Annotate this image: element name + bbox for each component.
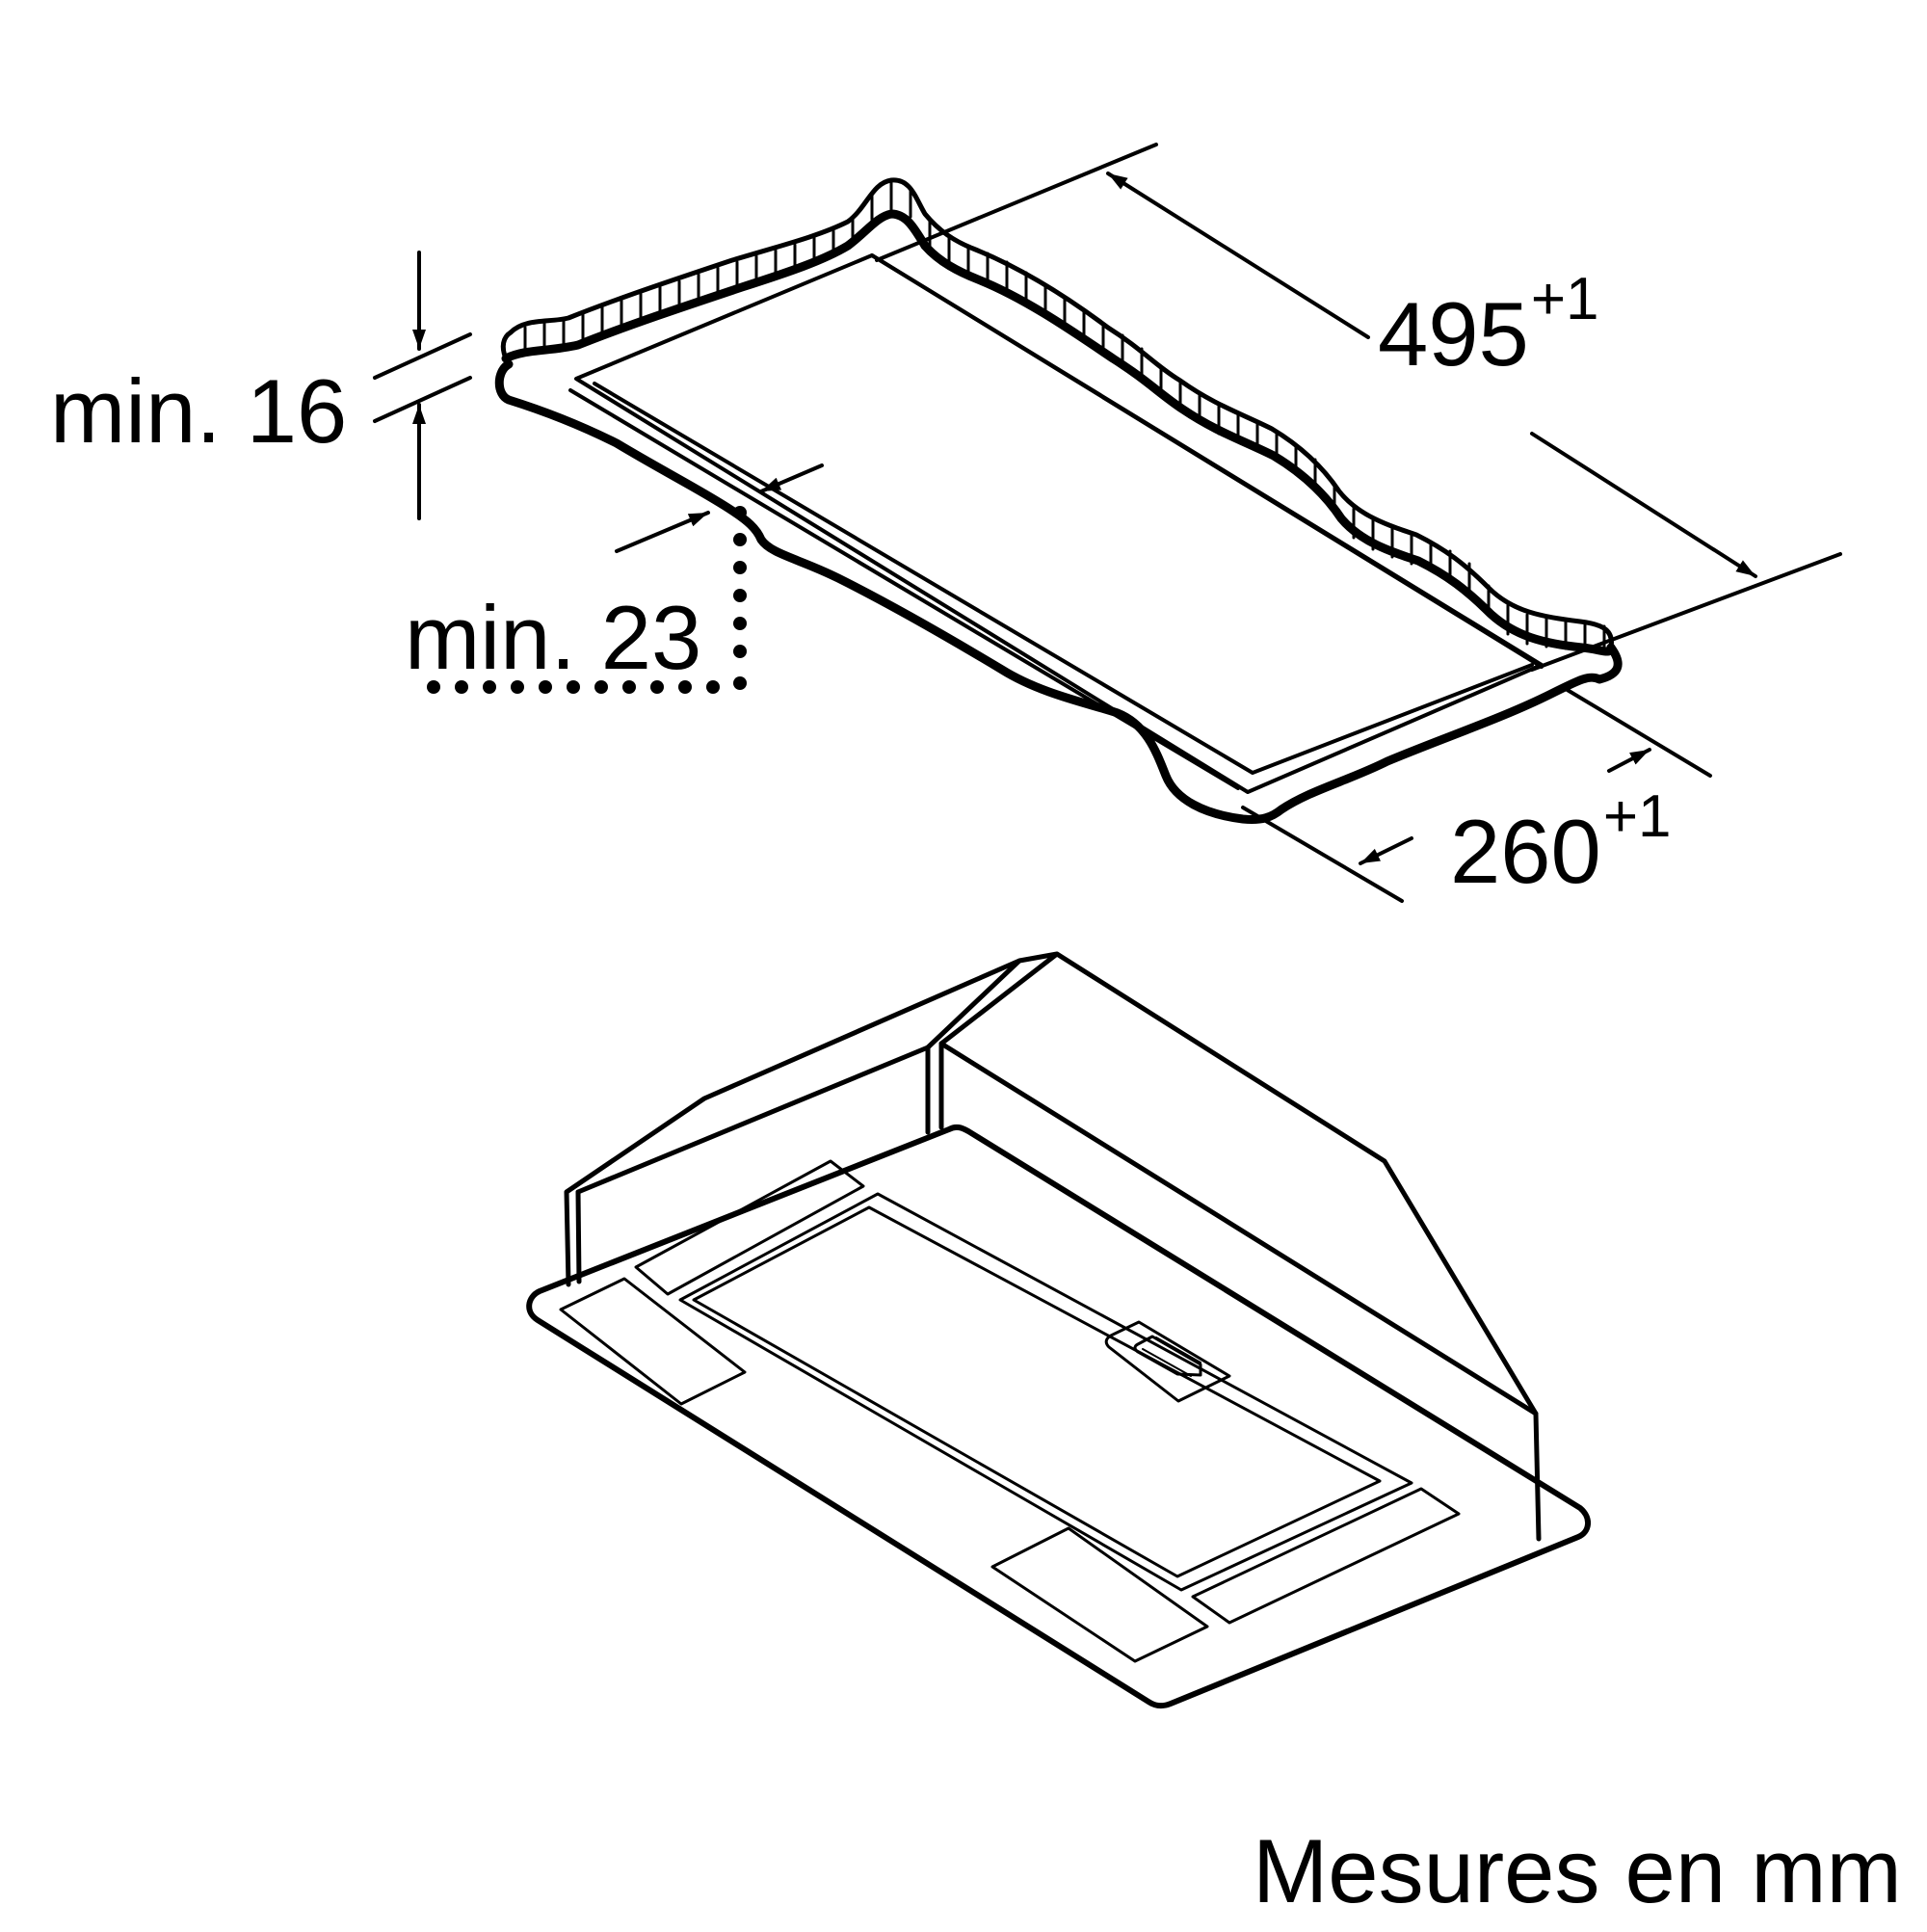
dimension-min-16-prefix: min. xyxy=(50,360,222,462)
dimension-min-23-prefix: min. xyxy=(405,587,576,688)
vent-grille-left xyxy=(559,1277,747,1406)
dimension-min-16: min. 16 xyxy=(50,366,347,457)
filter-frame-inner xyxy=(692,1205,1382,1578)
dimension-260: 260+1 xyxy=(1450,787,1672,897)
hatched-board-edge xyxy=(501,177,1616,656)
control-panel xyxy=(1104,1320,1231,1403)
vent-grille-bottom xyxy=(990,1526,1209,1663)
dimension-min-23: min. 23 xyxy=(405,593,701,683)
dimension-495-value: 495 xyxy=(1378,283,1529,384)
dimension-min-23-value: 23 xyxy=(600,587,702,688)
filter-frame-outer xyxy=(678,1192,1413,1592)
dimension-495-tolerance: +1 xyxy=(1530,266,1599,332)
hood-panel-outline xyxy=(526,1124,1591,1709)
dimension-495: 495+1 xyxy=(1378,270,1599,380)
dimension-min-16-value: 16 xyxy=(246,360,348,462)
vent-grille-right xyxy=(1191,1487,1461,1625)
hood-drawing xyxy=(526,951,1591,1709)
units-note: Mesures en mm xyxy=(1253,1820,1902,1921)
cutout-drawing xyxy=(373,143,1842,903)
hood-housing-top xyxy=(564,951,1542,1542)
vent-grille-top xyxy=(634,1159,865,1296)
dotted-leader xyxy=(427,506,747,694)
control-slider xyxy=(1133,1335,1202,1377)
dimension-260-tolerance: +1 xyxy=(1602,783,1672,850)
dimension-260-value: 260 xyxy=(1450,801,1601,902)
